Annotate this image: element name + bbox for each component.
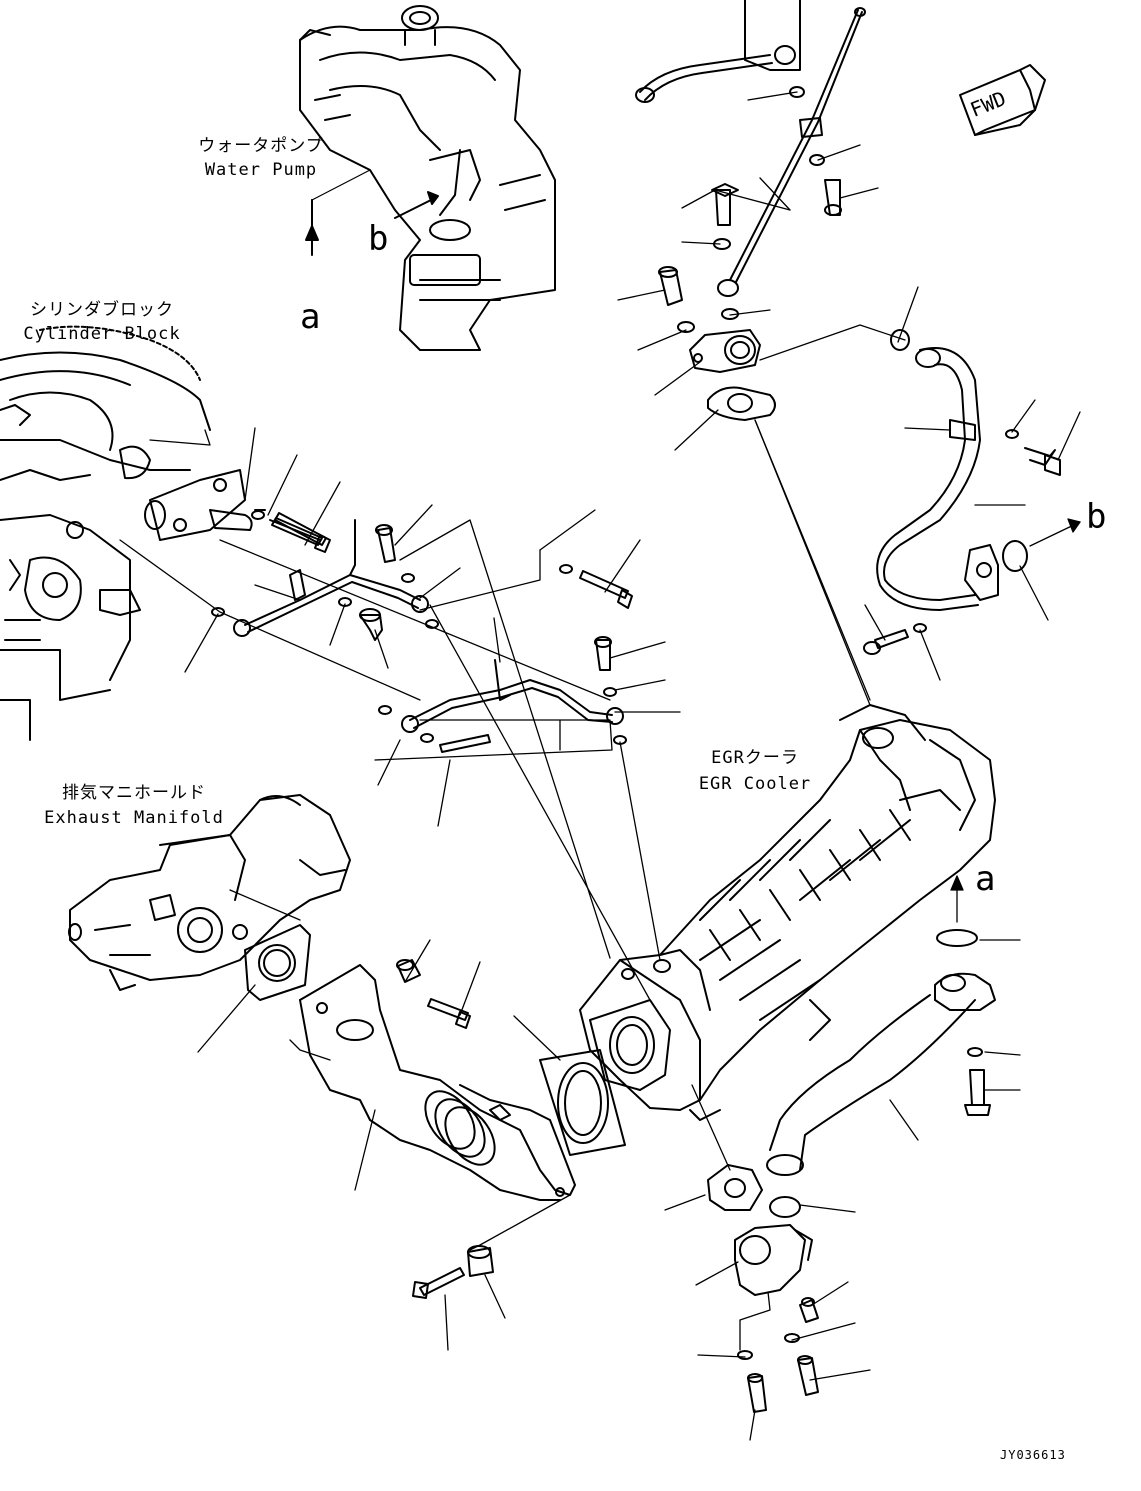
egr-cooler-label-en: EGR Cooler [698,774,812,794]
exhaust-manifold [68,794,351,991]
manifold-gasket [244,924,311,1001]
cylinder-block-label-en: Cylinder Block [23,324,181,344]
egr-cooler-label-jp: EGRクーラ [711,748,799,768]
leader-lines-egr [754,419,871,706]
tube-lower [401,659,624,733]
connection-letter-a-right: a [975,859,996,899]
cylinder-block [0,325,211,741]
water-pump-label-jp: ウォータポンプ [198,136,324,156]
cylinder-block-label-jp: シリンダブロック [30,300,174,320]
connection-letter-b-right: b [1086,497,1107,537]
fasteners-center [211,512,633,753]
egr-cooler [579,704,996,1121]
exhaust-manifold-label-en: Exhaust Manifold [44,808,224,828]
leader-lines-lower-left [197,519,611,1351]
figure-code: JY036613 [1000,1448,1066,1462]
top-pipe [635,0,866,421]
exhaust-elbow [299,964,576,1201]
right-pipe [863,329,1061,655]
water-pump-label-en: Water Pump [204,160,318,180]
leader-lines-top [617,91,919,701]
connection-letter-a-top: a [300,297,321,337]
bracket-assembly [144,469,323,546]
leader-lines-lower-right [664,875,1021,1441]
leader-lines-right [864,399,1081,681]
connection-letter-b-top: b [368,219,389,259]
water-pump [299,5,556,351]
leader-lines-center [119,427,681,1001]
egr-inlet-gasket [539,1049,626,1156]
fwd-arrow [959,64,1046,136]
exhaust-manifold-label-jp: 排気マニホールド [62,783,206,803]
fasteners-lower-mid [396,959,494,1299]
tube-upper [233,519,429,637]
lower-right-pipe [707,929,996,1413]
